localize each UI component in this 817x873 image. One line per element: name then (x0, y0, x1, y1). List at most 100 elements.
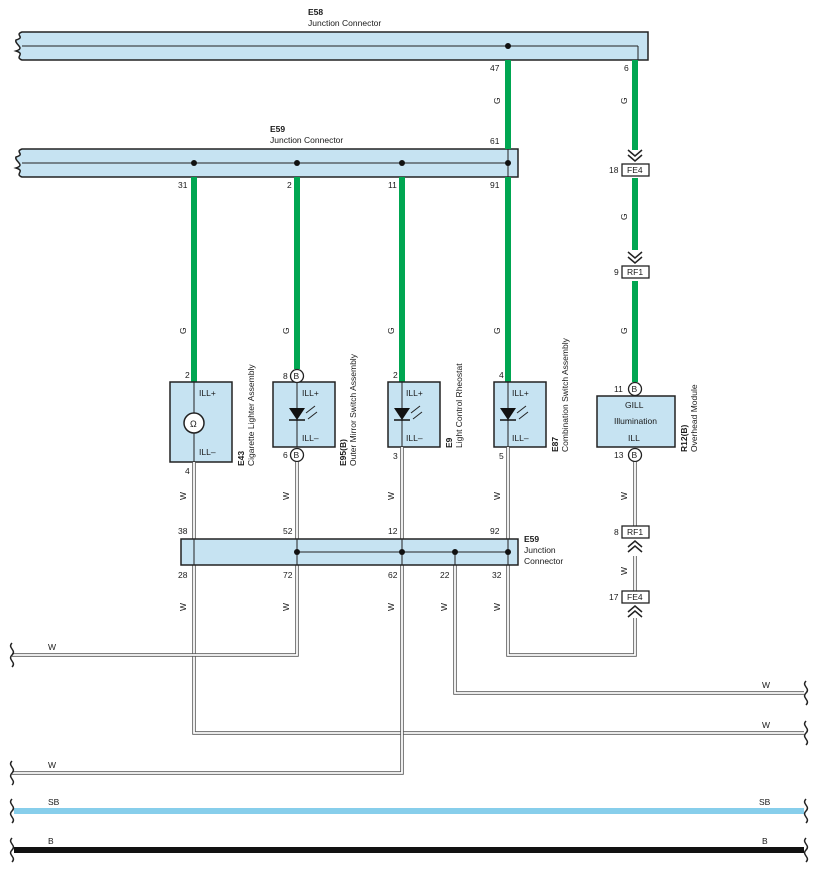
e95-code: E95(B) (338, 439, 348, 466)
e95-name: Outer Mirror Switch Assembly (348, 353, 358, 466)
e43-cigarette-lighter: Ω ILL+ ILL– 2 4 E43 Cigarette Lighter As… (169, 364, 256, 476)
e95-term-top: ILL+ (302, 388, 319, 398)
e43-code: E43 (236, 451, 246, 466)
e95-outer-mirror-switch: B B ILL+ ILL– 8 6 E95(B) Outer Mirror Sw… (272, 353, 358, 466)
e9-body (387, 381, 441, 448)
e9-term-top: ILL+ (406, 388, 423, 398)
wire-color-g-6: G (281, 327, 291, 334)
e43-name: Cigarette Lighter Assembly (246, 364, 256, 466)
r12-name: Overhead Module (689, 384, 699, 452)
e59-bottom-name-1: Junction (524, 545, 556, 555)
e59-top-pin-2: 2 (287, 180, 292, 190)
wire-color-w-7: W (178, 603, 188, 611)
e9-light-control-rheostat: ILL+ ILL– 2 3 E9 Light Control Rheostat (387, 363, 464, 461)
r12-pin-bottom: 13 (614, 450, 624, 460)
e58-pin-6: 6 (624, 63, 629, 73)
e58-pin-47: 47 (490, 63, 500, 73)
e59-bottom-pin-12: 12 (388, 526, 398, 536)
e59-bottom-junction-connector: E59 Junction Connector 38 52 12 92 28 72… (178, 526, 563, 580)
e43-term-bottom: ILL– (199, 447, 216, 457)
b-label-right: B (762, 836, 768, 846)
e43-term-top: ILL+ (199, 388, 216, 398)
wire-color-w-2: W (281, 492, 291, 500)
e59-bottom-name-2: Connector (524, 556, 563, 566)
e87-combination-switch: ILL+ ILL– 4 5 E87 Combination Switch Ass… (493, 337, 570, 461)
e9-code: E9 (444, 437, 454, 448)
e59-top-name: Junction Connector (270, 135, 343, 145)
e59-top-pin-31: 31 (178, 180, 188, 190)
rf1-top-pin: 9 (614, 267, 619, 277)
wire-color-w-13: W (48, 760, 56, 770)
e95-term-bottom: ILL– (302, 433, 319, 443)
wire-color-w-5: W (619, 492, 629, 500)
e58-name: Junction Connector (308, 18, 381, 28)
e59-top-pin-61: 61 (490, 136, 500, 146)
e59-top-pin-91: 91 (490, 180, 500, 190)
r12-pin-top: 11 (614, 384, 623, 394)
e95-pin-top: 8 (283, 371, 288, 381)
white-wires: W W W W W W W W W W W W W W W (12, 447, 804, 775)
b-label-left: B (48, 836, 54, 846)
rf1-top-code: RF1 (627, 267, 643, 277)
wire-color-g-2: G (619, 97, 629, 104)
rf1-bottom-pin: 8 (614, 527, 619, 537)
inline-connector-fe4-bottom: FE4 17 (609, 590, 650, 618)
sb-wire: SB SB (14, 797, 804, 814)
e87-pin-bottom: 5 (499, 451, 504, 461)
e95-pin-bottom: 6 (283, 450, 288, 460)
wire-color-w-6: W (619, 567, 629, 575)
r12-badge-bottom: B (632, 450, 638, 460)
fe4-top-pin: 18 (609, 165, 619, 175)
e59-bottom-pin-32: 32 (492, 570, 502, 580)
r12-body (596, 395, 676, 448)
e87-name: Combination Switch Assembly (560, 337, 570, 452)
b-wire: B B (14, 836, 804, 853)
fe4-bottom-code: FE4 (627, 592, 643, 602)
e87-term-top: ILL+ (512, 388, 529, 398)
r12-term-mid: Illumination (614, 416, 657, 426)
wire-color-g-7: G (386, 327, 396, 334)
e9-pin-bottom: 3 (393, 451, 398, 461)
inline-connector-rf1-top: RF1 9 (614, 251, 650, 279)
e59-bottom-pin-38: 38 (178, 526, 188, 536)
e43-pin-top: 2 (185, 370, 190, 380)
wire-color-w-1: W (178, 492, 188, 500)
wire-color-w-10: W (439, 603, 449, 611)
wire-color-w-4: W (492, 492, 502, 500)
e87-body (493, 381, 547, 448)
e59-bottom-pin-62: 62 (388, 570, 398, 580)
sb-label-left: SB (48, 797, 60, 807)
e87-pin-top: 4 (499, 370, 504, 380)
e59-top-code: E59 (270, 124, 285, 134)
sb-label-right: SB (759, 797, 771, 807)
wire-color-w-9: W (386, 603, 396, 611)
svg-text:Ω: Ω (190, 419, 197, 429)
wire-color-w-15: W (762, 720, 770, 730)
e9-name: Light Control Rheostat (454, 363, 464, 448)
e59-bottom-pin-72: 72 (283, 570, 293, 580)
e59-bottom-pin-52: 52 (283, 526, 293, 536)
fe4-top-code: FE4 (627, 165, 643, 175)
e9-term-bottom: ILL– (406, 433, 423, 443)
wire-break-marks (9, 642, 809, 863)
r12-overhead-module: B B GILL Illumination ILL 11 13 R12(B) O… (596, 381, 699, 463)
inline-connector-fe4-top: FE4 18 (609, 149, 650, 177)
wire-color-g-8: G (492, 327, 502, 334)
e59-bottom-code: E59 (524, 534, 539, 544)
e43-pin-bottom: 4 (185, 466, 190, 476)
r12-term-bottom: ILL (628, 433, 640, 443)
wire-color-w-12: W (48, 642, 56, 652)
e58-junction-connector: E58 Junction Connector 47 6 (13, 7, 649, 73)
wire-color-w-14: W (762, 680, 770, 690)
e95-body (272, 381, 336, 448)
e95-badge-top: B (294, 371, 300, 381)
r12-term-top: GILL (625, 400, 644, 410)
e95-badge-bottom: B (294, 450, 300, 460)
wire-color-w-8: W (281, 603, 291, 611)
green-wires: G G G G G G G G (178, 60, 638, 382)
e58-code: E58 (308, 7, 323, 17)
e87-term-bottom: ILL– (512, 433, 529, 443)
wire-color-g-3: G (619, 213, 629, 220)
rf1-bottom-code: RF1 (627, 527, 643, 537)
